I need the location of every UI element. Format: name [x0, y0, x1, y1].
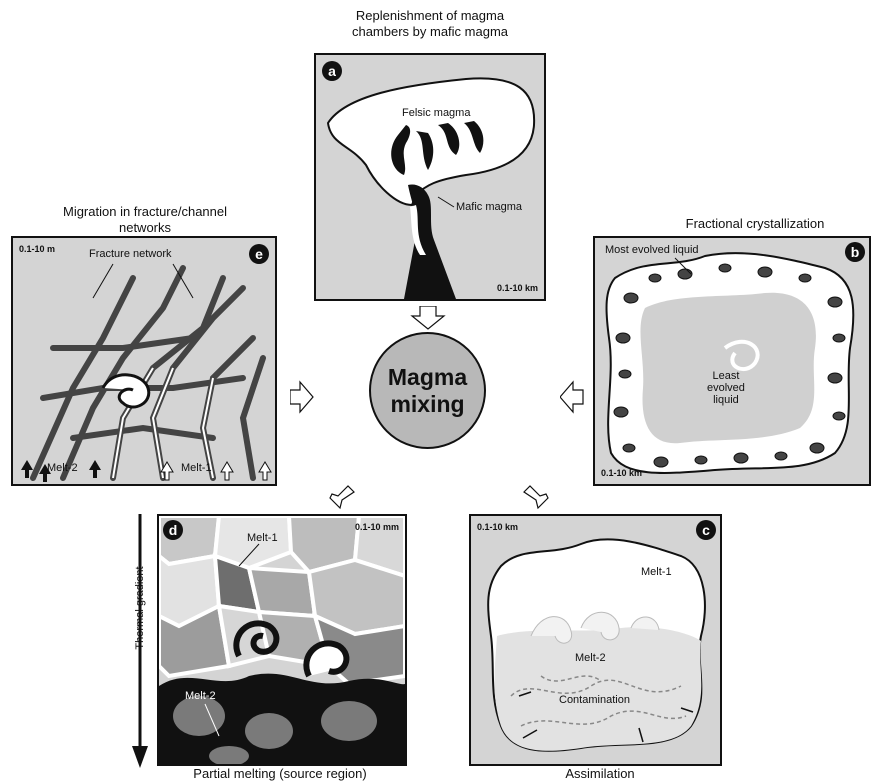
melt-2-label: Melt-2: [47, 462, 78, 474]
melt-1-label: Melt-1: [641, 566, 672, 578]
melt-2-label: Melt-2: [185, 690, 216, 702]
magma-mixing-circle: Magma mixing: [369, 332, 486, 449]
caption-panel-e: Migration in fracture/channel networks: [10, 204, 280, 236]
magma-mixing-title: Magma mixing: [371, 364, 484, 418]
panel-e: 0.1-10 m e Fracture network Melt-2 Melt-…: [11, 236, 277, 486]
caption-panel-e-line1: Migration in fracture/channel: [10, 204, 280, 220]
caption-panel-a: Replenishment of magma chambers by mafic…: [300, 8, 560, 40]
arrow-from-c: [518, 480, 550, 512]
thermal-gradient-arrow: Thermal gradient: [128, 514, 152, 770]
caption-panel-a-line1: Replenishment of magma: [300, 8, 560, 24]
panel-d-drawing: [159, 516, 405, 764]
fracture-network-label: Fracture network: [89, 248, 172, 260]
arrow-from-e: [290, 380, 314, 414]
panel-e-badge: e: [249, 244, 269, 264]
panel-a-drawing: [316, 55, 544, 299]
mafic-magma-label: Mafic magma: [456, 201, 522, 213]
caption-panel-a-line2: chambers by mafic magma: [300, 24, 560, 40]
arrow-from-a: [410, 306, 446, 330]
melt-1-label: Melt-1: [181, 462, 212, 474]
least-evolved-label: Least evolved liquid: [707, 370, 745, 406]
panel-a-scale: 0.1-10 km: [497, 283, 538, 293]
caption-panel-d-text: Partial melting (source region): [150, 766, 410, 782]
panel-c: 0.1-10 km c Melt-1 Melt-2 Contamination: [469, 514, 722, 766]
grain-mosaic: [159, 516, 405, 684]
panel-d-badge: d: [163, 520, 183, 540]
contamination-label: Contamination: [559, 694, 630, 706]
caption-panel-b-text: Fractional crystallization: [640, 216, 870, 232]
panel-a: a Felsic magma Mafic magma 0.1-10 km: [314, 53, 546, 301]
mafic-leader-line: [438, 197, 454, 207]
panel-b: b Most evolved liquid Least evolved liqu…: [593, 236, 871, 486]
arrow-from-d: [328, 480, 360, 512]
caption-panel-d: Partial melting (source region): [150, 766, 410, 782]
least-evolved-line1: Least: [707, 370, 745, 382]
least-evolved-line3: liquid: [707, 394, 745, 406]
panel-b-badge: b: [845, 242, 865, 262]
magma-mixing-line1: Magma: [371, 364, 484, 391]
caption-panel-c-text: Assimilation: [500, 766, 700, 782]
panel-e-drawing: [13, 238, 275, 484]
caption-panel-b: Fractional crystallization: [640, 216, 870, 232]
panel-a-badge: a: [322, 61, 342, 81]
panel-c-drawing: [471, 516, 720, 764]
panel-b-scale: 0.1-10 km: [601, 468, 642, 478]
melt-2-label: Melt-2: [575, 652, 606, 664]
caption-panel-c: Assimilation: [500, 766, 700, 782]
panel-e-scale: 0.1-10 m: [19, 244, 55, 254]
panel-c-scale: 0.1-10 km: [477, 522, 518, 532]
fracture-leader-1: [93, 264, 113, 298]
panel-d-scale: 0.1-10 mm: [355, 522, 399, 532]
thermal-gradient-label: Thermal gradient: [134, 556, 146, 660]
magma-mixing-line2: mixing: [371, 391, 484, 418]
arrow-from-b: [560, 380, 584, 414]
least-evolved-liquid: [640, 293, 815, 444]
melt-1-label: Melt-1: [247, 532, 278, 544]
panel-d: d 0.1-10 mm Melt-1 Melt-2: [157, 514, 407, 766]
panel-b-drawing: [595, 238, 869, 484]
least-evolved-line2: evolved: [707, 382, 745, 394]
fracture-network: [33, 268, 263, 478]
caption-panel-e-line2: networks: [10, 220, 280, 236]
melt-swirl-2: [306, 643, 346, 676]
panel-c-badge: c: [696, 520, 716, 540]
felsic-magma-label: Felsic magma: [402, 107, 470, 119]
most-evolved-label: Most evolved liquid: [605, 244, 699, 256]
